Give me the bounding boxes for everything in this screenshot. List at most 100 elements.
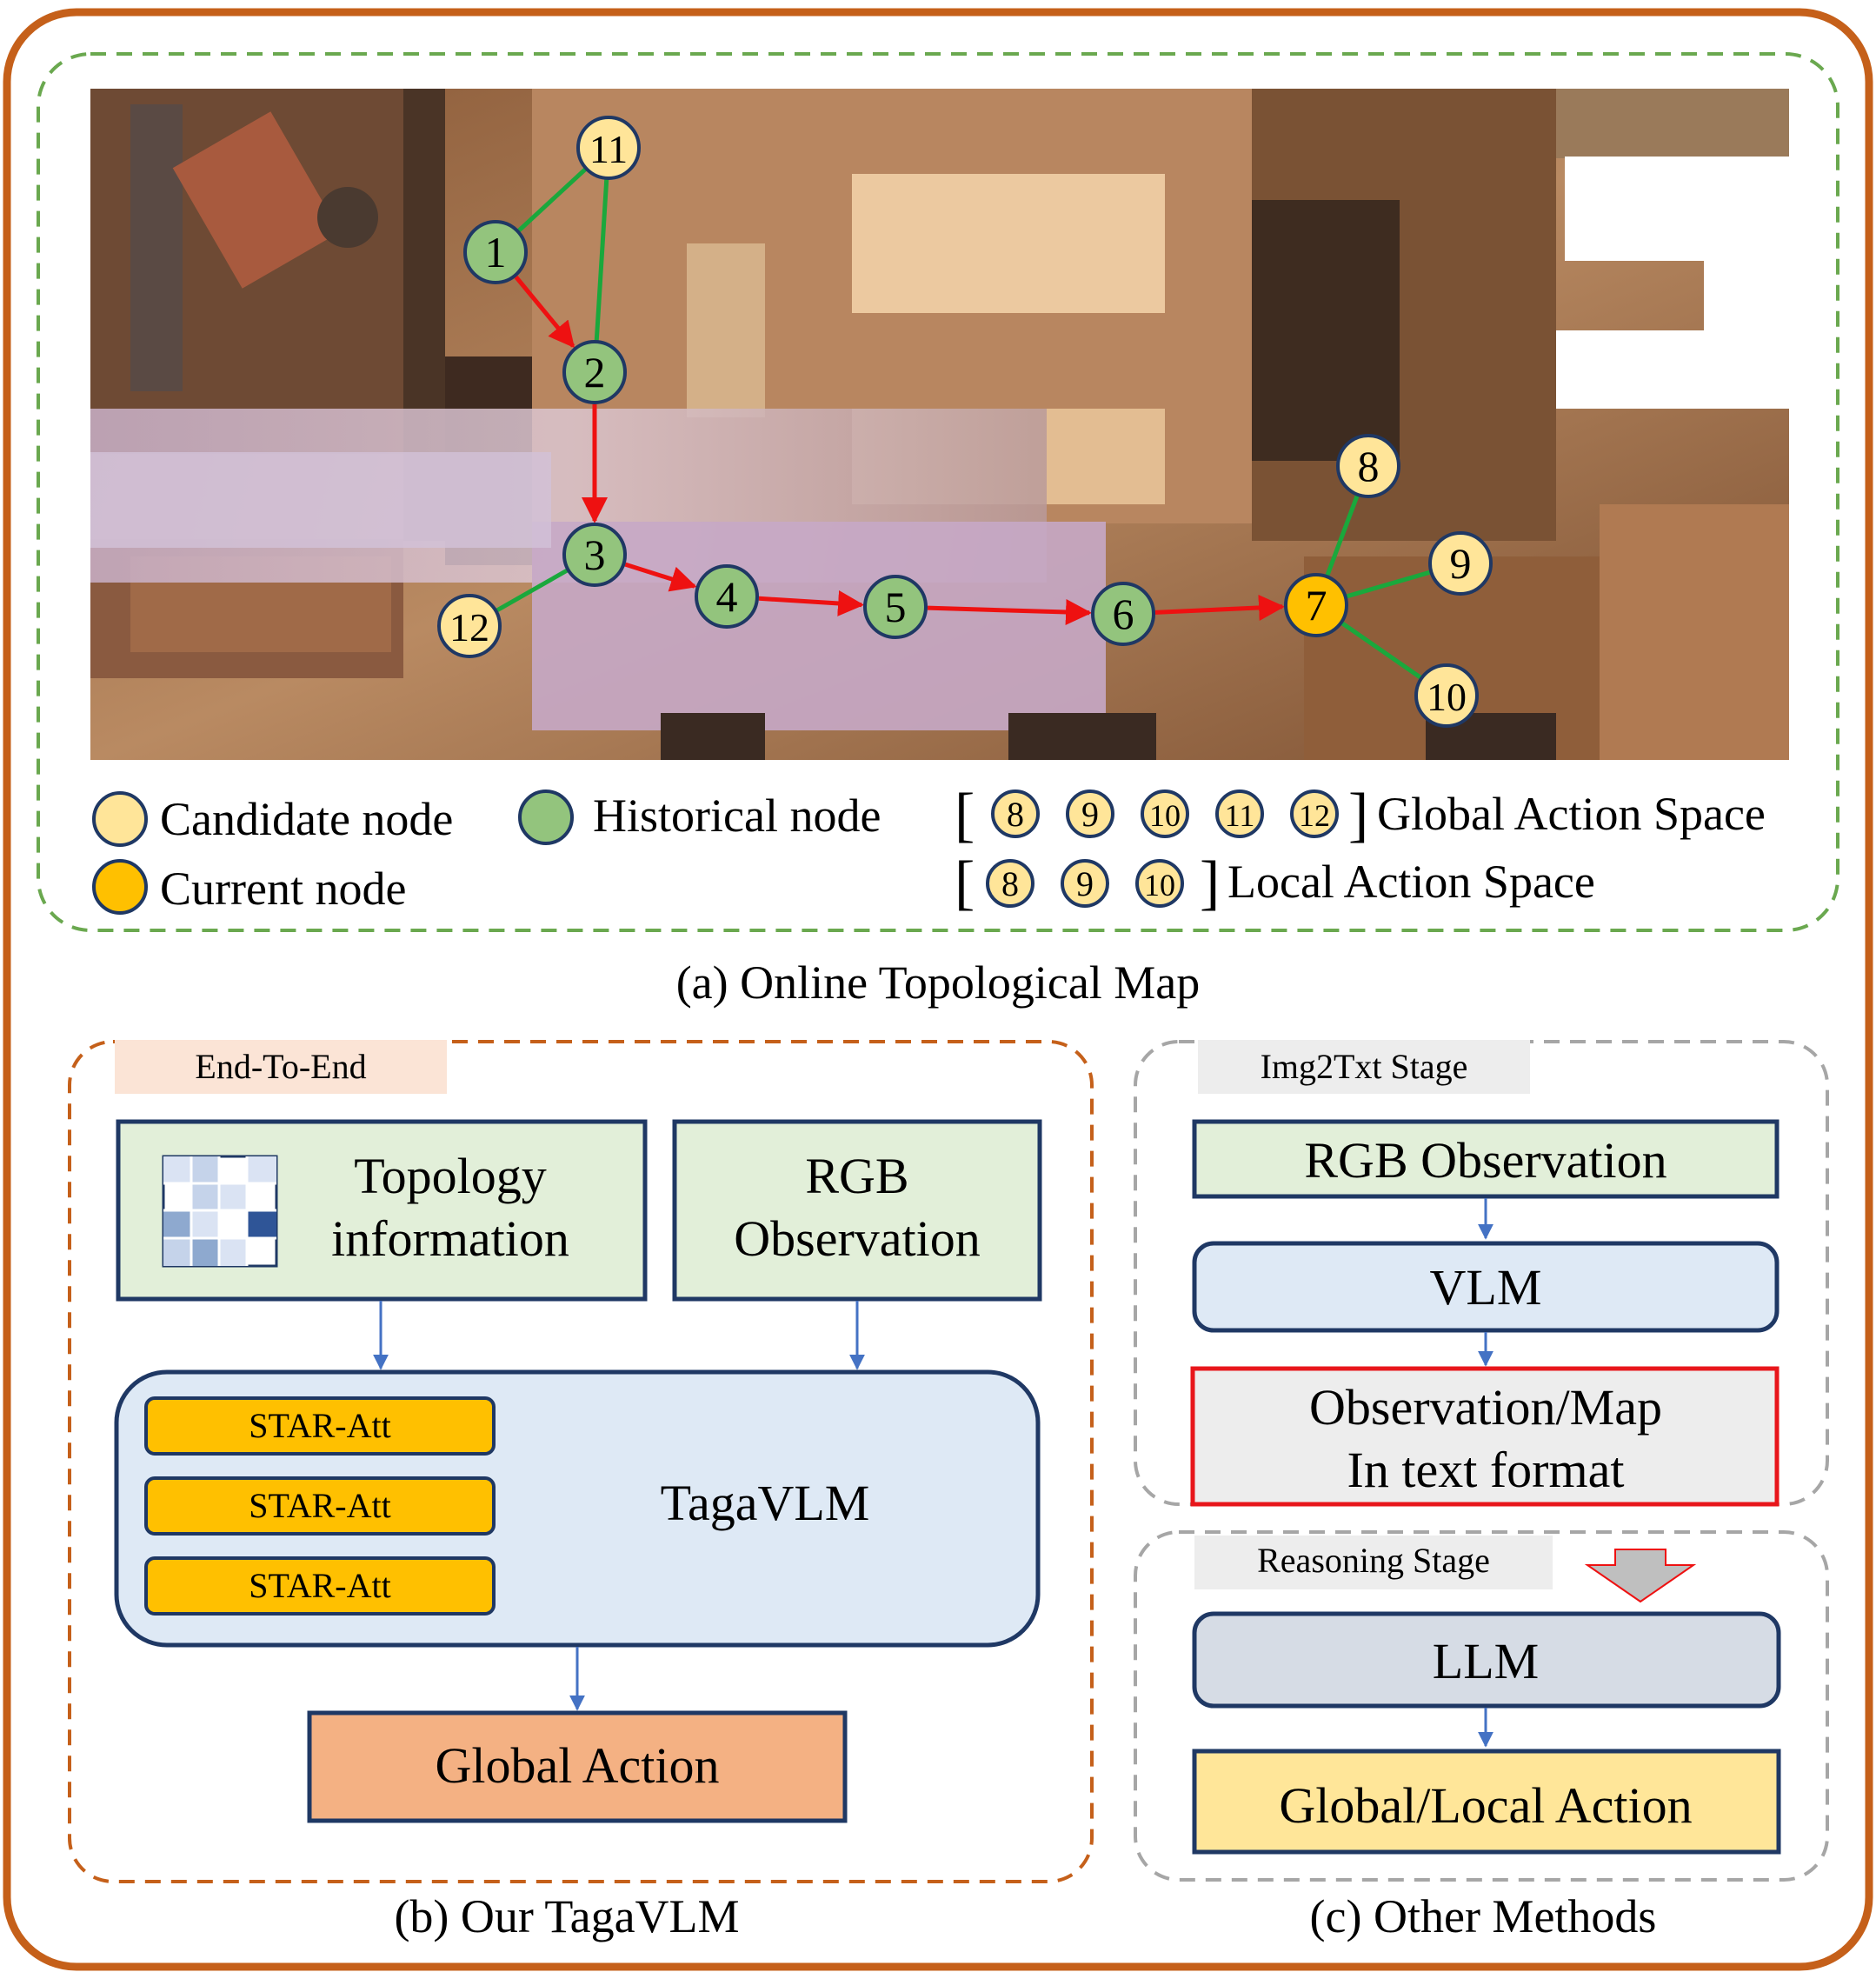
- global-chip-10: 10: [1141, 789, 1189, 838]
- end-to-end-tag: [115, 1040, 447, 1094]
- global-chip-11: 11: [1215, 789, 1264, 838]
- global-chip-8: 8: [991, 789, 1040, 838]
- local-space-open-bracket: [: [955, 849, 975, 916]
- map-node-3: 3: [562, 523, 627, 587]
- path-arrow-1-2: [514, 275, 575, 349]
- svg-text:11: 11: [1225, 798, 1255, 833]
- map-node-7: 7: [1284, 573, 1348, 637]
- reasoning-panel-border: [1134, 1530, 1829, 1882]
- path-arrow-5-6: [927, 598, 1093, 625]
- reasoning-tag: [1194, 1536, 1553, 1589]
- tagavlm-label: TagaVLM: [661, 1475, 870, 1531]
- reasoning-label: Reasoning Stage: [1257, 1541, 1490, 1580]
- local-chip-9: 9: [1061, 859, 1109, 908]
- vlm-box: [1192, 1241, 1780, 1333]
- vlm-label: VLM: [1430, 1259, 1542, 1316]
- global-action-box: [307, 1710, 848, 1823]
- svg-text:9: 9: [1076, 864, 1094, 903]
- map-node-1: 1: [463, 220, 528, 284]
- legend-current-label: Current node: [160, 863, 406, 915]
- local-chip-8: 8: [986, 859, 1034, 908]
- star-att-block-2: STAR-Att: [144, 1476, 496, 1536]
- map-node-6: 6: [1091, 582, 1155, 646]
- local-chip-10: 10: [1135, 859, 1184, 908]
- img2txt-label: Img2Txt Stage: [1261, 1047, 1468, 1086]
- local-space-close-bracket: ]: [1200, 849, 1220, 916]
- path-arrow-3-4: [624, 562, 697, 592]
- global-space-open-bracket: [: [955, 782, 975, 849]
- star-att-block-3: STAR-Att: [144, 1556, 496, 1616]
- map-node-9: 9: [1428, 531, 1493, 596]
- map-node-12: 12: [437, 594, 502, 658]
- map-node-label: 8: [1358, 442, 1380, 490]
- topology-matrix-icon: [162, 1155, 278, 1268]
- map-legend: Candidate node Historical node Current n…: [92, 782, 1766, 916]
- rgb-box-ours: [672, 1119, 1042, 1302]
- map-image: [90, 89, 1789, 760]
- svg-text:10: 10: [1149, 798, 1181, 833]
- map-node-5: 5: [863, 575, 928, 639]
- map-node-10: 10: [1414, 663, 1479, 728]
- global-chip-9: 9: [1066, 789, 1114, 838]
- path-arrow-4-5: [758, 590, 865, 616]
- global-space-close-bracket: ]: [1348, 782, 1368, 849]
- llm-label: LLM: [1433, 1633, 1539, 1689]
- legend-current-dot: [92, 859, 148, 915]
- rgb-box-other: [1192, 1119, 1780, 1199]
- star-att-block-1: STAR-Att: [144, 1396, 496, 1456]
- map-node-4: 4: [695, 564, 759, 629]
- text-format-box: [1190, 1366, 1780, 1507]
- global-local-action-label: Global/Local Action: [1279, 1777, 1692, 1834]
- global-space-chips: 8 9 10 11 12: [991, 789, 1339, 838]
- caption-c: (c) Other Methods: [1310, 1890, 1657, 1942]
- caption-b: (b) Our TagaVLM: [394, 1890, 739, 1942]
- map-node-8: 8: [1336, 434, 1400, 498]
- global-chip-12: 12: [1290, 789, 1339, 838]
- svg-text:9: 9: [1081, 795, 1099, 834]
- svg-text:10: 10: [1144, 868, 1175, 903]
- local-space-chips: 8 9 10: [986, 859, 1184, 908]
- map-node-label: 3: [584, 530, 606, 579]
- map-node-label: 5: [885, 583, 907, 631]
- down-arrow-icon: [1584, 1549, 1697, 1603]
- img2txt-tag: [1198, 1040, 1530, 1094]
- map-node-label: 12: [449, 605, 489, 650]
- star-att-label: STAR-Att: [249, 1486, 390, 1525]
- legend-candidate-label: Candidate node: [160, 793, 453, 845]
- map-node-label: 10: [1427, 675, 1467, 719]
- map-node-label: 9: [1450, 539, 1472, 588]
- map-node-label: 7: [1306, 581, 1327, 630]
- map-node-label: 2: [584, 348, 606, 396]
- map-node-label: 4: [716, 572, 738, 621]
- svg-text:12: 12: [1299, 798, 1330, 833]
- legend-candidate-dot: [92, 791, 148, 847]
- local-space-label: Local Action Space: [1227, 856, 1595, 908]
- path-arrow-6-7: [1154, 594, 1286, 621]
- global-action-label: Global Action: [435, 1737, 719, 1794]
- map-node-11: 11: [576, 116, 641, 180]
- map-node-2: 2: [562, 340, 627, 404]
- global-space-label: Global Action Space: [1377, 788, 1766, 840]
- svg-text:8: 8: [1001, 864, 1019, 903]
- star-att-label: STAR-Att: [249, 1566, 390, 1605]
- global-local-action-box: [1192, 1749, 1781, 1855]
- rgb-box-other-label: RGB Observation: [1304, 1132, 1666, 1189]
- graph-edge-2-11: [592, 147, 611, 373]
- svg-text:8: 8: [1007, 795, 1024, 834]
- outer-frame: [3, 8, 1873, 1971]
- legend-historical-dot: [518, 789, 574, 845]
- end-to-end-label: End-To-End: [195, 1047, 366, 1086]
- llm-box: [1192, 1611, 1781, 1709]
- map-panel-border: [37, 52, 1839, 932]
- map-node-label: 11: [589, 127, 628, 171]
- map-node-label: 1: [485, 228, 507, 276]
- caption-a: (a) Online Topological Map: [676, 956, 1201, 1009]
- star-att-label: STAR-Att: [249, 1406, 390, 1445]
- legend-historical-label: Historical node: [593, 789, 881, 842]
